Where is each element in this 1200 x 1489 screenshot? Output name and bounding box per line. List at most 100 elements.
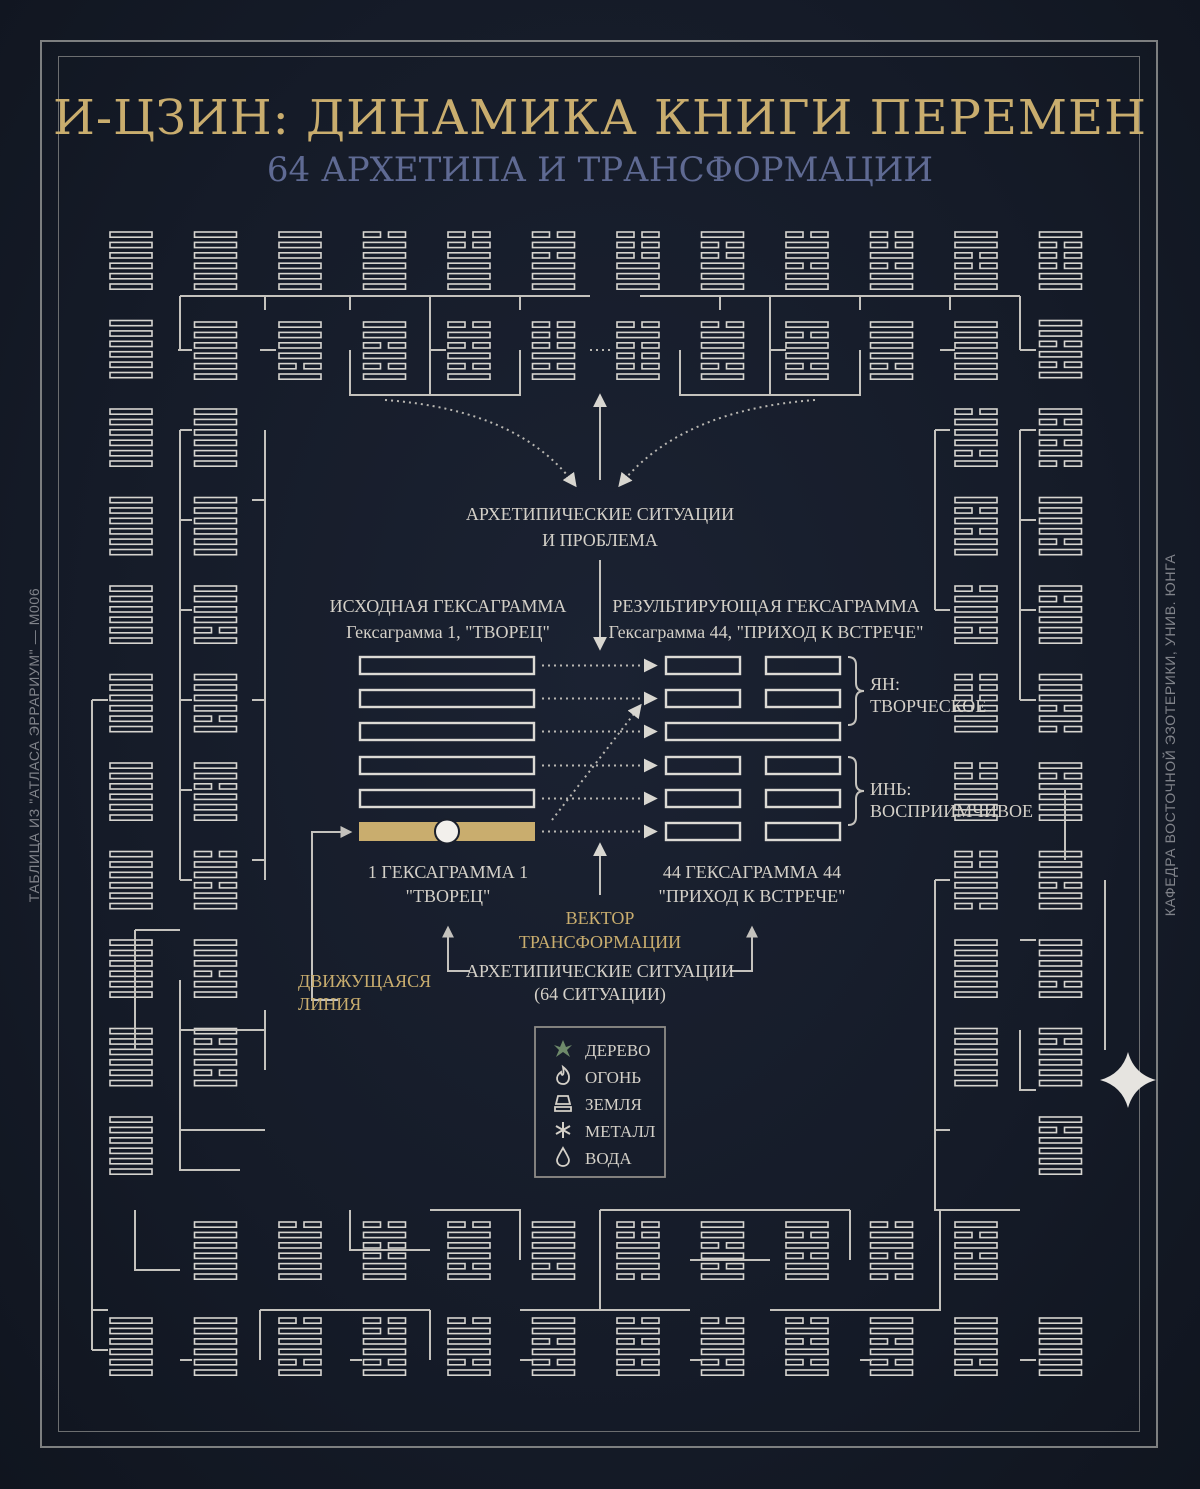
yang-line: [1038, 272, 1083, 280]
yang-line: [700, 331, 745, 339]
yin-line-right: [979, 704, 998, 712]
yang-line: [785, 252, 829, 259]
yang-line: [278, 1252, 322, 1260]
yang-line: [1038, 902, 1083, 910]
yang-line: [109, 871, 153, 879]
yin-line-left: [278, 362, 297, 370]
yin-line-left: [700, 252, 720, 259]
yang-line: [1038, 970, 1083, 978]
yang-line: [109, 361, 153, 369]
yang-line: [954, 595, 998, 603]
yang-line: [109, 548, 153, 556]
yang-line: [954, 1327, 998, 1335]
hexagram-bottom1-7: [700, 1221, 745, 1280]
yang-line: [447, 1327, 491, 1335]
source-hexagram: [358, 655, 536, 845]
yang-line: [954, 793, 998, 801]
yang-line: [109, 980, 153, 988]
yang-line: [700, 1369, 745, 1376]
yang-line: [193, 252, 238, 259]
hexagram-right1-4: [1038, 585, 1083, 644]
yin-line-right: [387, 231, 407, 238]
yang-line: [869, 341, 914, 349]
yin-line-left: [664, 688, 742, 709]
yang-line: [109, 527, 153, 535]
yin-line-right: [810, 1231, 829, 1239]
yang-line: [869, 321, 914, 328]
yang-line: [109, 902, 153, 910]
hexagram-left1-6: [109, 762, 153, 821]
hexagram-bottom2-3: [362, 1317, 407, 1376]
yang-line: [1038, 1079, 1083, 1087]
yang-line: [869, 331, 914, 339]
yang-line: [362, 352, 407, 360]
yang-line: [109, 1358, 153, 1366]
moving-line-pointer: [311, 826, 353, 1001]
yin-line-right: [641, 241, 660, 249]
yang-line: [193, 418, 238, 426]
yin-line-left: [954, 850, 973, 858]
hexagram-bottom1-4: [447, 1221, 491, 1280]
moving-line-label-2: ЛИНИЯ: [298, 994, 361, 1014]
yang-line: [954, 373, 998, 380]
source-caption-1: 1 ГЕКСАГРАММА 1: [368, 862, 528, 882]
yin-line-left: [954, 626, 973, 634]
yin-line-left: [954, 902, 973, 910]
yin-line-left: [869, 1338, 889, 1345]
yang-line: [869, 1242, 914, 1249]
yin-line-right: [1063, 772, 1083, 780]
yin-line-right: [1063, 538, 1083, 546]
yang-line: [109, 1116, 153, 1123]
yin-line-left: [531, 1338, 551, 1345]
yang-line: [109, 803, 153, 811]
yin-line-left: [362, 1327, 382, 1335]
yin-line-right: [218, 1069, 238, 1077]
hexagram-right2-7: [954, 850, 998, 910]
yin-line-left: [954, 704, 973, 712]
yang-line: [954, 1069, 998, 1077]
hexagram-right1-3: [1038, 496, 1083, 556]
hexagram-top2-9: [869, 321, 914, 380]
yang-line: [869, 272, 914, 280]
hexagram-top2-2: [278, 321, 322, 380]
yin-line-right: [1063, 1038, 1083, 1045]
yang-line: [954, 428, 998, 436]
hexagram-bottom1-9: [869, 1221, 914, 1280]
yin-line-left: [447, 241, 466, 249]
yang-line: [109, 616, 153, 624]
hexagram-top1-7: [700, 231, 745, 290]
yin-line-left: [664, 755, 742, 776]
yang-line: [193, 1262, 238, 1270]
yang-line: [785, 241, 829, 249]
yang-line: [954, 321, 998, 328]
yang-line: [869, 352, 914, 360]
yang-line: [1038, 1369, 1083, 1376]
yang-line: [193, 460, 238, 467]
yin-line-right: [725, 321, 745, 328]
yin-line-left: [447, 1221, 466, 1228]
yang-line: [109, 428, 153, 436]
yang-line: [193, 704, 238, 712]
moving-line-marker: [434, 818, 460, 845]
yang-line: [1038, 231, 1083, 238]
yang-line: [954, 496, 998, 504]
earth-shape: [554, 1095, 572, 1112]
situations-label-2: И ПРОБЛЕМА: [542, 530, 658, 550]
hexagram-right1-5: [1038, 673, 1083, 733]
yang-line: [193, 871, 238, 879]
yin-line-left: [616, 231, 635, 238]
yang-line: [109, 970, 153, 978]
yin-line-right: [1063, 252, 1083, 259]
yin-line-right: [556, 252, 576, 259]
yin-line-left: [447, 362, 466, 370]
hexagram-top2-10: [954, 321, 998, 380]
yin-line-left: [954, 861, 973, 868]
hexagram-left1-9: [109, 1027, 153, 1087]
yang-line: [954, 1242, 998, 1249]
yang-line: [193, 637, 238, 644]
yang-line: [193, 725, 238, 733]
yang-line: [785, 1273, 829, 1280]
yang-line: [193, 1027, 238, 1035]
yang-line: [954, 991, 998, 998]
yang-line: [278, 1338, 322, 1345]
